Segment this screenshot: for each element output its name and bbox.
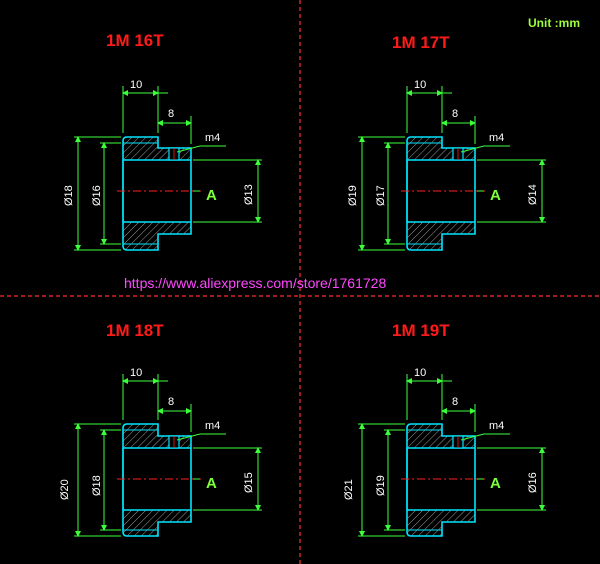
datum-label: A xyxy=(490,475,501,492)
thread-leader xyxy=(460,145,485,153)
outer-diameter: Ø20 xyxy=(59,479,71,500)
bore-diameter: Ø16 xyxy=(527,472,539,493)
gear-panel-17t: 1M 17T 10 8 m4 A Ø19 Ø17 Ø14 xyxy=(347,33,546,251)
gear-panel-18t: 1M 18T 10 8 m4 A Ø20 Ø18 Ø15 xyxy=(59,321,262,537)
width-dimension: 10 xyxy=(414,367,426,379)
thread-label: m4 xyxy=(205,132,220,144)
hub-dimension: 8 xyxy=(168,396,174,408)
gear-title: 1M 16T xyxy=(106,31,164,50)
width-dimension: 10 xyxy=(130,367,142,379)
hub-dimension: 8 xyxy=(168,108,174,120)
gear-outline xyxy=(122,136,192,251)
gear-title: 1M 18T xyxy=(106,321,164,340)
thread-label: m4 xyxy=(205,420,220,432)
hub-diameter: Ø16 xyxy=(91,185,103,206)
section-hatch-lower xyxy=(407,222,475,250)
hub-diameter: Ø19 xyxy=(375,475,387,496)
bore-diameter: Ø14 xyxy=(527,184,539,205)
thread-leader xyxy=(176,145,201,153)
bore-diameter: Ø15 xyxy=(243,472,255,493)
thread-label: m4 xyxy=(489,132,504,144)
gear-outline xyxy=(406,136,476,251)
datum-label: A xyxy=(206,187,217,204)
gear-outline xyxy=(122,423,192,537)
bore-diameter: Ø13 xyxy=(243,184,255,205)
thread-leader xyxy=(176,433,201,441)
thread-leader xyxy=(460,433,485,441)
hub-diameter: Ø17 xyxy=(375,185,387,206)
gear-panel-16t: 1M 16T 10 8 m4 A Ø18 Ø16 Ø13 xyxy=(63,31,262,251)
thread-label: m4 xyxy=(489,420,504,432)
store-url: https://www.aliexpress.com/store/1761728 xyxy=(124,275,386,291)
width-dimension: 10 xyxy=(130,79,142,91)
outer-diameter: Ø19 xyxy=(347,185,359,206)
hub-dimension: 8 xyxy=(452,396,458,408)
hub-diameter: Ø18 xyxy=(91,475,103,496)
gear-title: 1M 19T xyxy=(392,321,450,340)
gear-title: 1M 17T xyxy=(392,33,450,52)
unit-label: Unit :mm xyxy=(528,16,580,30)
gear-outline xyxy=(406,423,476,537)
outer-diameter: Ø21 xyxy=(343,479,355,500)
width-dimension: 10 xyxy=(414,79,426,91)
datum-label: A xyxy=(490,187,501,204)
outer-diameter: Ø18 xyxy=(63,185,75,206)
hub-dimension: 8 xyxy=(452,108,458,120)
section-hatch-lower xyxy=(123,222,191,250)
gear-panel-19t: 1M 19T 10 8 m4 A Ø21 Ø19 Ø16 xyxy=(343,321,546,537)
datum-label: A xyxy=(206,475,217,492)
